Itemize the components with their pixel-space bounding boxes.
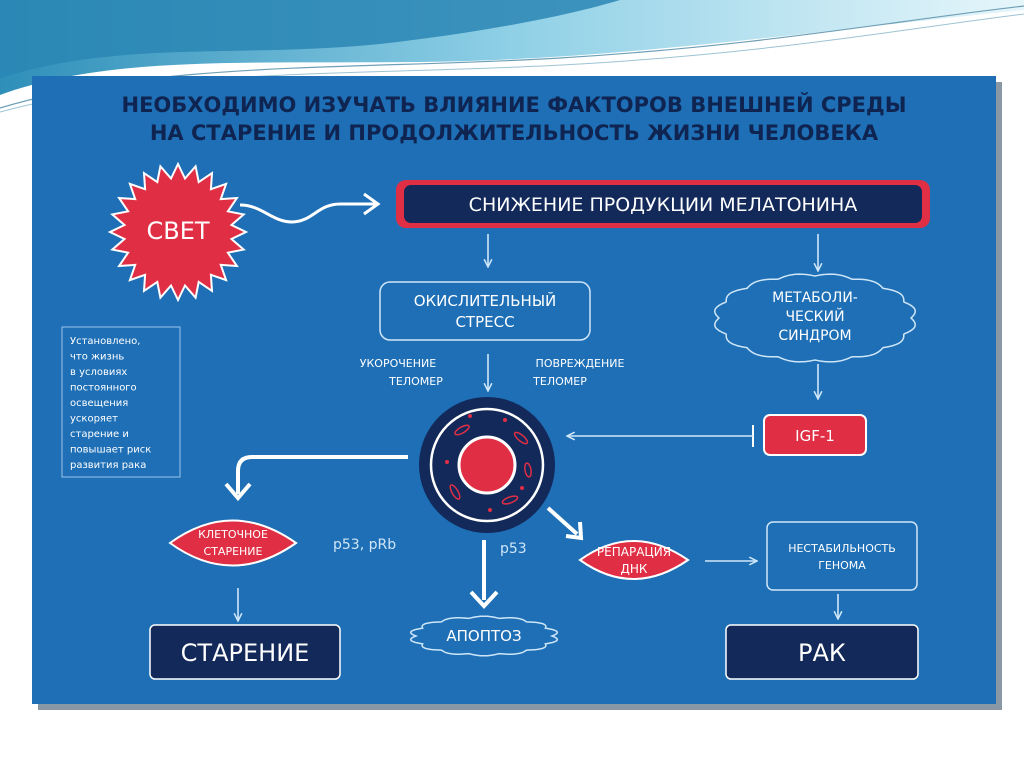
light-arrowhead bbox=[363, 192, 381, 216]
p53-label: p53 bbox=[500, 541, 527, 557]
starburst-shape bbox=[107, 161, 249, 303]
metabolic-syndrome-node: МЕТАБОЛИ- ЧЕСКИЙ СИНДРОМ bbox=[714, 273, 916, 363]
telomere-damage-1: ПОВРЕЖДЕНИЕ bbox=[536, 357, 625, 370]
genome-instability-node: НЕСТАБИЛЬНОСТЬ ГЕНОМА bbox=[766, 521, 918, 591]
arrow-to-cellular-aging-head bbox=[224, 482, 252, 502]
note-box: Установлено, что жизнь в условиях постоянно… bbox=[61, 326, 181, 478]
note-line: Установлено, bbox=[70, 336, 140, 347]
note-line: развития рака bbox=[70, 460, 146, 471]
instability-label-1: НЕСТАБИЛЬНОСТЬ bbox=[788, 542, 896, 555]
cellular-aging-label-2: СТАРЕНИЕ bbox=[204, 545, 263, 558]
apoptosis-outline bbox=[409, 615, 559, 657]
metabolic-outline bbox=[714, 273, 916, 363]
apoptosis-label: АПОПТОЗ bbox=[446, 627, 521, 645]
note-line: что жизнь bbox=[70, 352, 124, 363]
cell-membrane bbox=[429, 407, 545, 523]
aging-label: СТАРЕНИЕ bbox=[181, 639, 310, 667]
arrow-to-cellular-aging bbox=[236, 455, 408, 494]
metabolic-label-3: СИНДРОМ bbox=[778, 328, 851, 344]
cancer-label: РАК bbox=[798, 639, 846, 667]
p53-prb-label: p53, pRb bbox=[333, 537, 396, 553]
cell-illustration bbox=[419, 397, 555, 533]
telomere-shortening-2: ТЕЛОМЕР bbox=[388, 375, 443, 388]
dna-repair-node: РЕПАРАЦИЯ ДНК bbox=[578, 540, 690, 580]
metabolic-label-2: ЧЕСКИЙ bbox=[785, 307, 844, 325]
melatonin-inner bbox=[404, 185, 922, 223]
dna-repair-label-1: РЕПАРАЦИЯ bbox=[597, 545, 671, 559]
arrow-to-dna-repair bbox=[546, 506, 579, 536]
oxidative-stress-node: ОКИСЛИТЕЛЬНЫЙ СТРЕСС bbox=[379, 281, 591, 341]
light-label: СВЕТ bbox=[146, 217, 209, 245]
telomere-damage-2: ТЕЛОМЕР bbox=[532, 375, 587, 388]
light-node: СВЕТ bbox=[107, 161, 249, 303]
note-line: в условиях bbox=[70, 367, 127, 378]
note-line: ускоряет bbox=[70, 414, 118, 425]
igf-node: IGF-1 bbox=[763, 414, 867, 456]
note-line: постоянного bbox=[70, 383, 137, 394]
title-line-2: НА СТАРЕНИЕ И ПРОДОЛЖИТЕЛЬНОСТЬ ЖИЗНИ ЧЕ… bbox=[150, 121, 879, 145]
oxidative-label-2: СТРЕСС bbox=[455, 313, 514, 331]
instability-label-2: ГЕНОМА bbox=[818, 559, 866, 572]
dna-repair-label-2: ДНК bbox=[621, 562, 648, 576]
melatonin-label: СНИЖЕНИЕ ПРОДУКЦИИ МЕЛАТОНИНА bbox=[469, 194, 858, 216]
note-line: освещения bbox=[70, 398, 128, 409]
note-line: старение и bbox=[70, 429, 129, 440]
arrow-to-dna-repair-head bbox=[565, 521, 584, 541]
cellular-aging-label-1: КЛЕТОЧНОЕ bbox=[198, 528, 268, 541]
apoptosis-node: АПОПТОЗ bbox=[409, 615, 559, 657]
igf-label: IGF-1 bbox=[795, 427, 835, 445]
aging-node: СТАРЕНИЕ bbox=[149, 624, 341, 680]
melatonin-node: СНИЖЕНИЕ ПРОДУКЦИИ МЕЛАТОНИНА bbox=[396, 180, 930, 228]
title-line-1: НЕОБХОДИМО ИЗУЧАТЬ ВЛИЯНИЕ ФАКТОРОВ ВНЕШ… bbox=[122, 92, 907, 117]
telomere-shortening-1: УКОРОЧЕНИЕ bbox=[360, 357, 436, 370]
light-wave-arrow bbox=[239, 202, 376, 224]
oxidative-label-1: ОКИСЛИТЕЛЬНЫЙ bbox=[414, 291, 557, 310]
note-line: повышает риск bbox=[70, 445, 151, 456]
cellular-aging-node: КЛЕТОЧНОЕ СТАРЕНИЕ bbox=[168, 519, 298, 567]
cell-nucleus bbox=[457, 435, 517, 495]
metabolic-label-1: МЕТАБОЛИ- bbox=[772, 290, 858, 306]
cancer-node: РАК bbox=[725, 624, 919, 680]
arrow-to-apoptosis-head bbox=[469, 590, 499, 609]
